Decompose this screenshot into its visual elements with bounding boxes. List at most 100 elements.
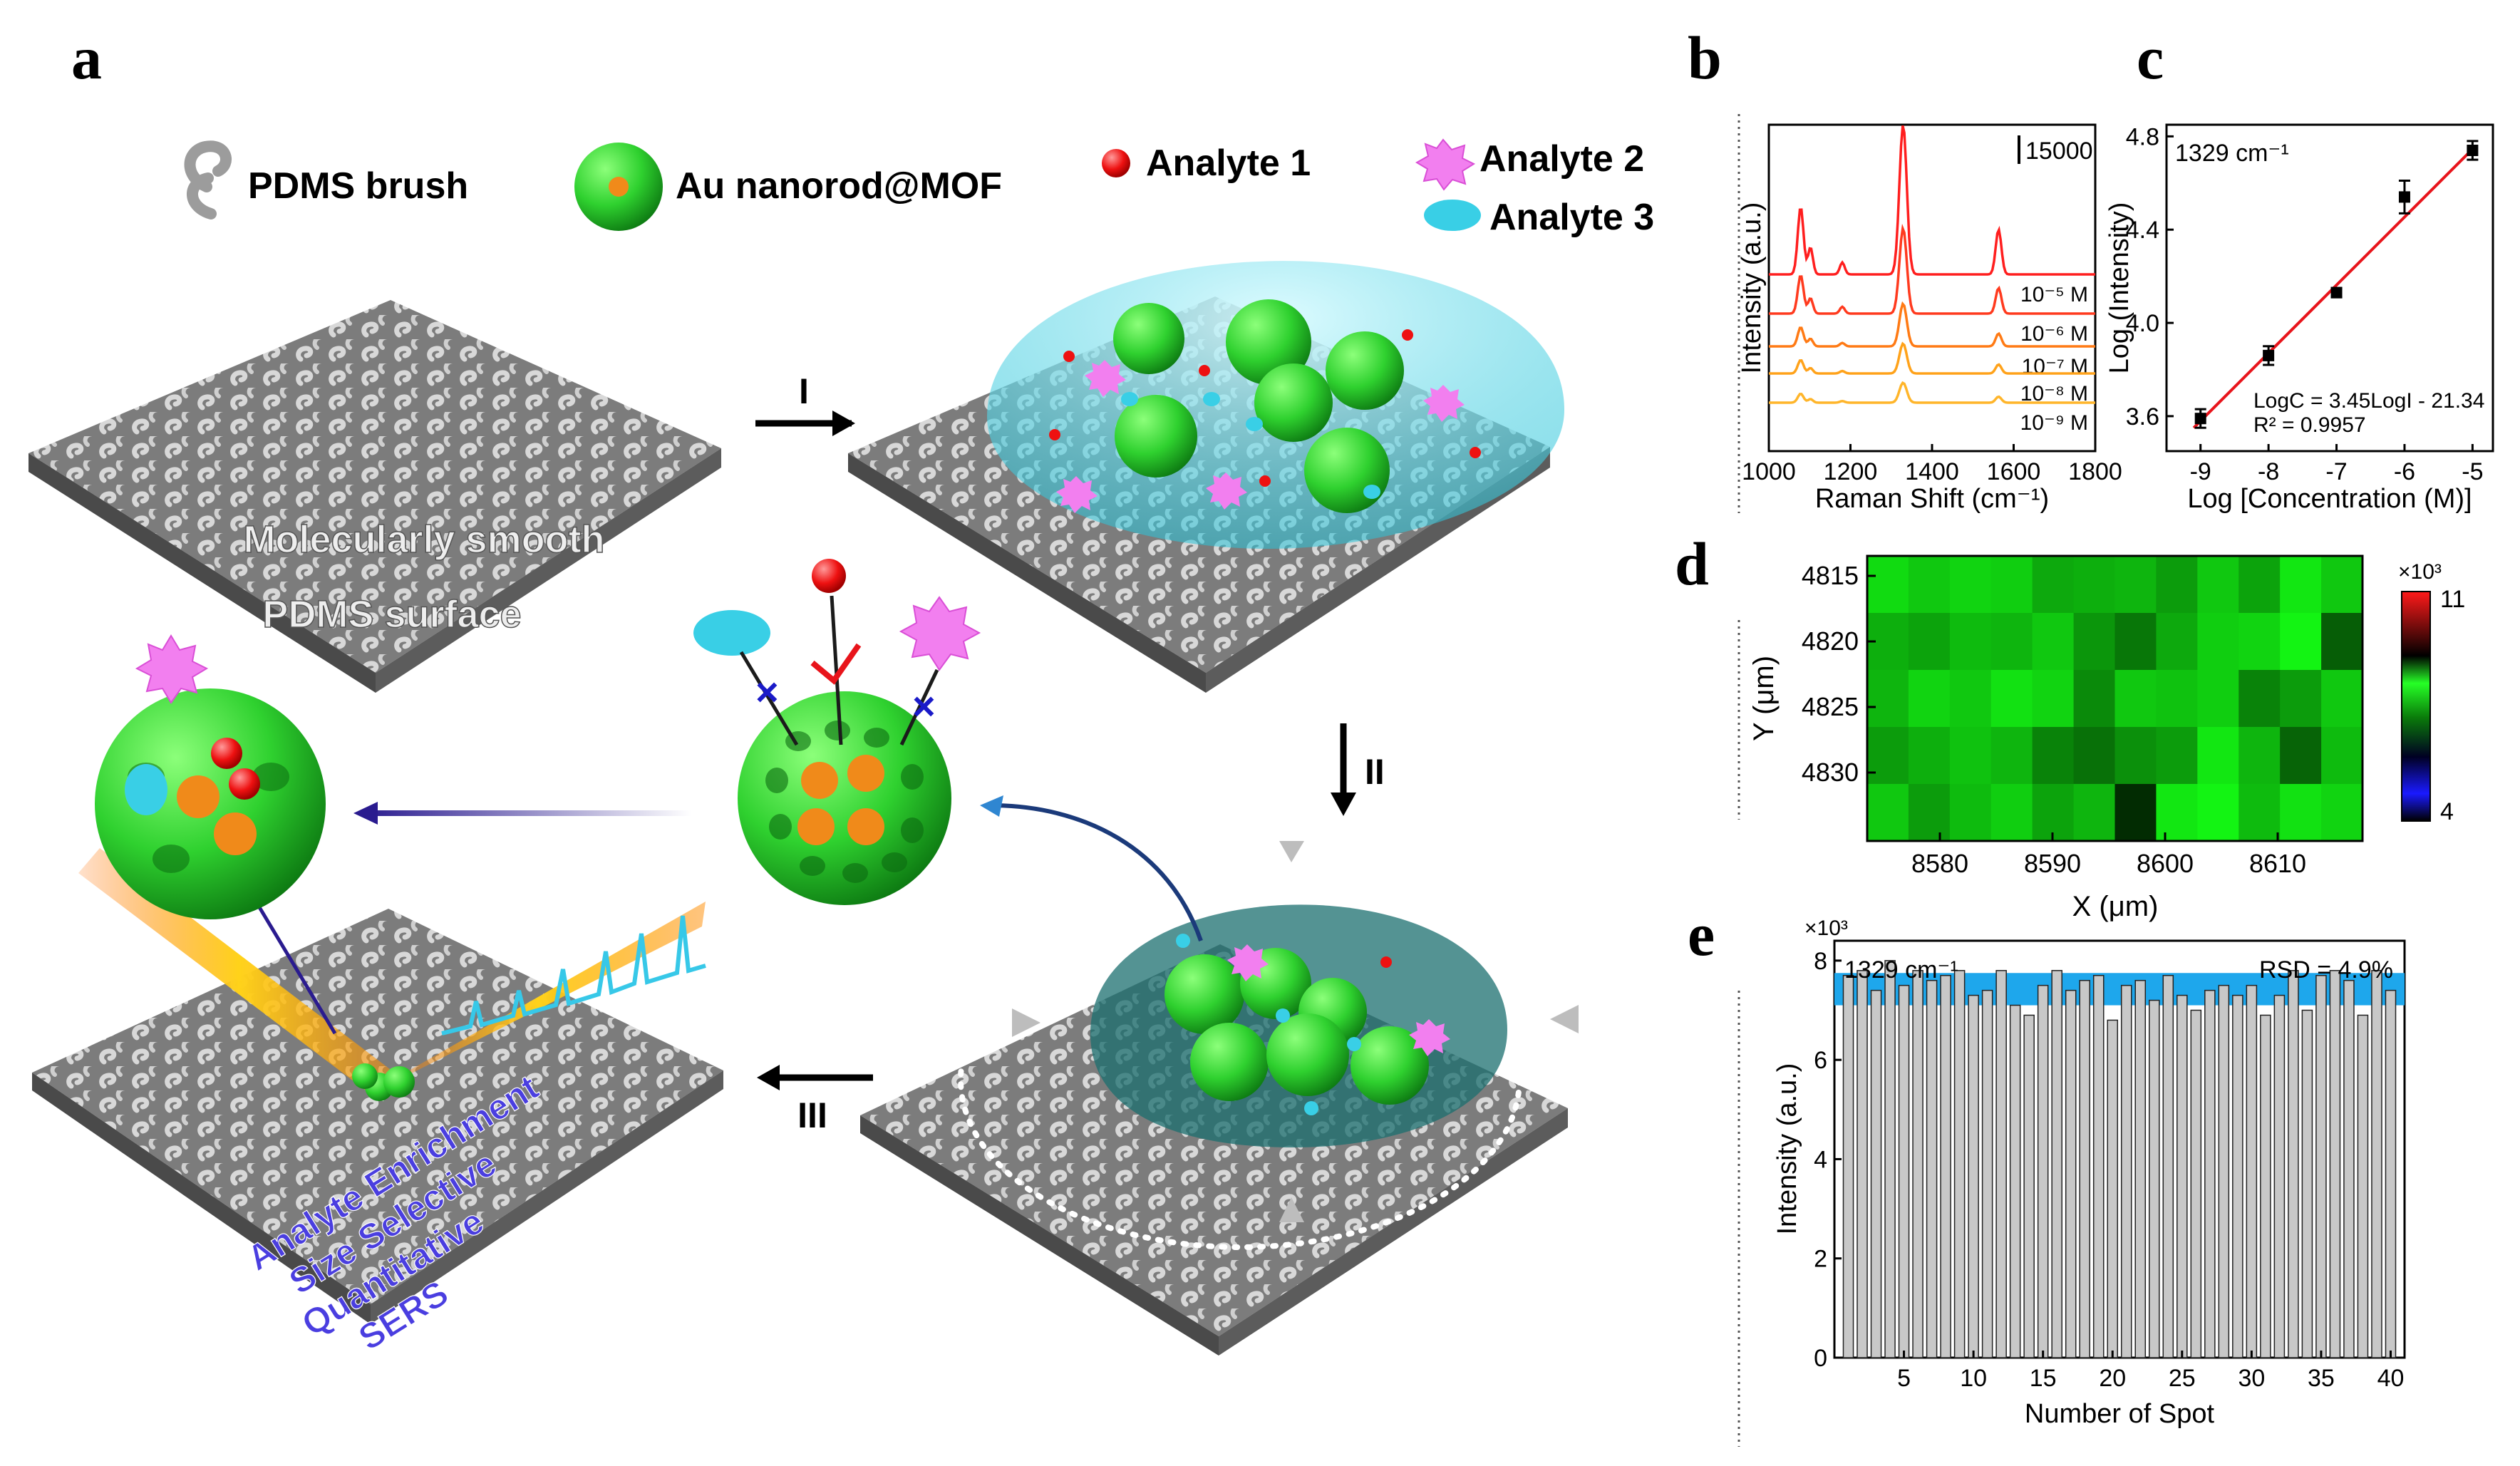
y-tick-label: 4815 [1802, 561, 1859, 590]
heatmap-cell [2114, 784, 2157, 842]
x-tick-label: 1000 [1742, 458, 1796, 485]
bar [2051, 970, 2062, 1358]
heatmap-cell [1908, 727, 1951, 785]
heatmap-cell [1908, 784, 1951, 842]
heatmap-cell [2032, 784, 2075, 842]
heatmap-cell [2197, 613, 2239, 671]
heatmap-cell [2156, 556, 2198, 614]
heatmap-cell [1949, 784, 1992, 842]
block-mark-2: × [912, 683, 936, 728]
bar [2162, 975, 2174, 1358]
x-tick-label: 8590 [2024, 849, 2081, 878]
heatmap-cell [2032, 670, 2075, 728]
x-tick-label: -6 [2394, 458, 2415, 485]
heatmap-cell [2073, 613, 2116, 671]
heatmap-cell [2032, 613, 2075, 671]
x-tick-label: -7 [2325, 458, 2347, 485]
heatmap-cell [1908, 556, 1951, 614]
bar [2371, 970, 2382, 1358]
transfer-arrow [363, 810, 691, 816]
bar [2260, 1014, 2271, 1358]
heatmap-cell [2073, 727, 2116, 785]
bar [2246, 984, 2258, 1358]
bar [2301, 1009, 2313, 1358]
heatmap-cell [2238, 727, 2281, 785]
panel-c-r2: R² = 0.9957 [2253, 413, 2366, 437]
heatmap-cell [2114, 613, 2157, 671]
mof-zoom-left [95, 634, 326, 919]
spectrum-line [1769, 381, 2095, 404]
colorbar-max: 11 [2440, 586, 2465, 613]
analyte1-accepted [812, 559, 846, 593]
x-tick-label: 1400 [1905, 458, 1959, 485]
step-3-label: III [797, 1095, 827, 1135]
captured-analyte1-a [211, 738, 242, 769]
legend-mof-label: Au nanorod@MOF [676, 165, 1002, 207]
panel-e-xlabel: Number of Spot [2025, 1399, 2215, 1429]
bar [2065, 989, 2077, 1358]
analyte2-icon [1415, 138, 1476, 191]
spectrum-series-label: 10⁻⁶ M [2020, 322, 2088, 346]
analyte2-near-left [135, 634, 209, 704]
heatmap-cell [2321, 556, 2363, 614]
data-point [2194, 413, 2206, 425]
x-tick-label: 1800 [2068, 458, 2122, 485]
x-tick-label: 20 [2099, 1365, 2126, 1392]
panel-c-annotation: 1329 cm⁻¹ [2175, 140, 2289, 167]
analyte3-icon [1424, 200, 1481, 231]
y-tick-label: 4 [1814, 1146, 1827, 1173]
legend-a: PDMS brush Au nanorod@MOF Analyte 1 Anal… [184, 138, 1654, 238]
x-tick-label: 8580 [1911, 849, 1968, 878]
panel-c-calibration: c -9-8-7-6-53.64.04.44.8 1329 cm⁻¹ LogC … [2105, 24, 2494, 514]
laser-beam-left [78, 848, 399, 1094]
heatmap-cell [2238, 613, 2281, 671]
bar [2315, 975, 2327, 1358]
heatmap-cell [1990, 784, 2033, 842]
x-tick-label: 10 [1960, 1365, 1987, 1392]
heatmap-cell [2073, 784, 2116, 842]
panel-b-series-group: 10⁻⁵ M10⁻⁶ M10⁻⁷ M10⁻⁸ M10⁻⁹ M [1769, 125, 2095, 435]
bar [2218, 984, 2230, 1358]
step-1-label: I [799, 371, 809, 411]
spectrum-series-label: 10⁻⁹ M [2020, 411, 2088, 435]
panel-c-label: c [2137, 24, 2164, 92]
y-tick-label: 3.6 [2126, 403, 2159, 430]
pdms-brush-icon [184, 140, 232, 220]
spectrum-line [1769, 223, 2095, 315]
y-tick-label: 8 [1814, 948, 1827, 975]
bar [1981, 989, 1993, 1358]
x-tick-label: 8600 [2137, 849, 2194, 878]
heatmap-cell [2156, 784, 2198, 842]
heatmap-cell [1908, 670, 1951, 728]
heatmap-cell [2280, 556, 2322, 614]
heatmap-cell [1949, 556, 1992, 614]
spectrum-series-label: 10⁻⁵ M [2020, 283, 2088, 306]
x-tick-label: 5 [1897, 1365, 1911, 1392]
check-mark [810, 643, 862, 685]
bar [2176, 994, 2188, 1358]
panel-a-label: a [71, 24, 102, 92]
data-point [2467, 144, 2479, 156]
heatmap-cell [2280, 784, 2322, 842]
x-tick-label: 8610 [2249, 849, 2306, 878]
x-tick-label: 30 [2238, 1365, 2265, 1392]
bar [2273, 994, 2286, 1358]
heatmap-cell [2073, 556, 2116, 614]
step-arrows: I II III [245, 371, 1385, 1135]
heatmap-cell [1990, 613, 2033, 671]
zoom-arrow [990, 803, 1203, 941]
heatmap-cell [1867, 670, 1909, 728]
heatmap-cell [2114, 727, 2157, 785]
bar [2204, 989, 2216, 1358]
bar [2079, 979, 2090, 1358]
legend-analyte1-label: Analyte 1 [1146, 143, 1311, 184]
heatmap-cell [1867, 727, 1909, 785]
bar [1842, 975, 1854, 1358]
block-mark-1: × [755, 669, 779, 714]
y-tick-label: 4.8 [2126, 123, 2159, 150]
